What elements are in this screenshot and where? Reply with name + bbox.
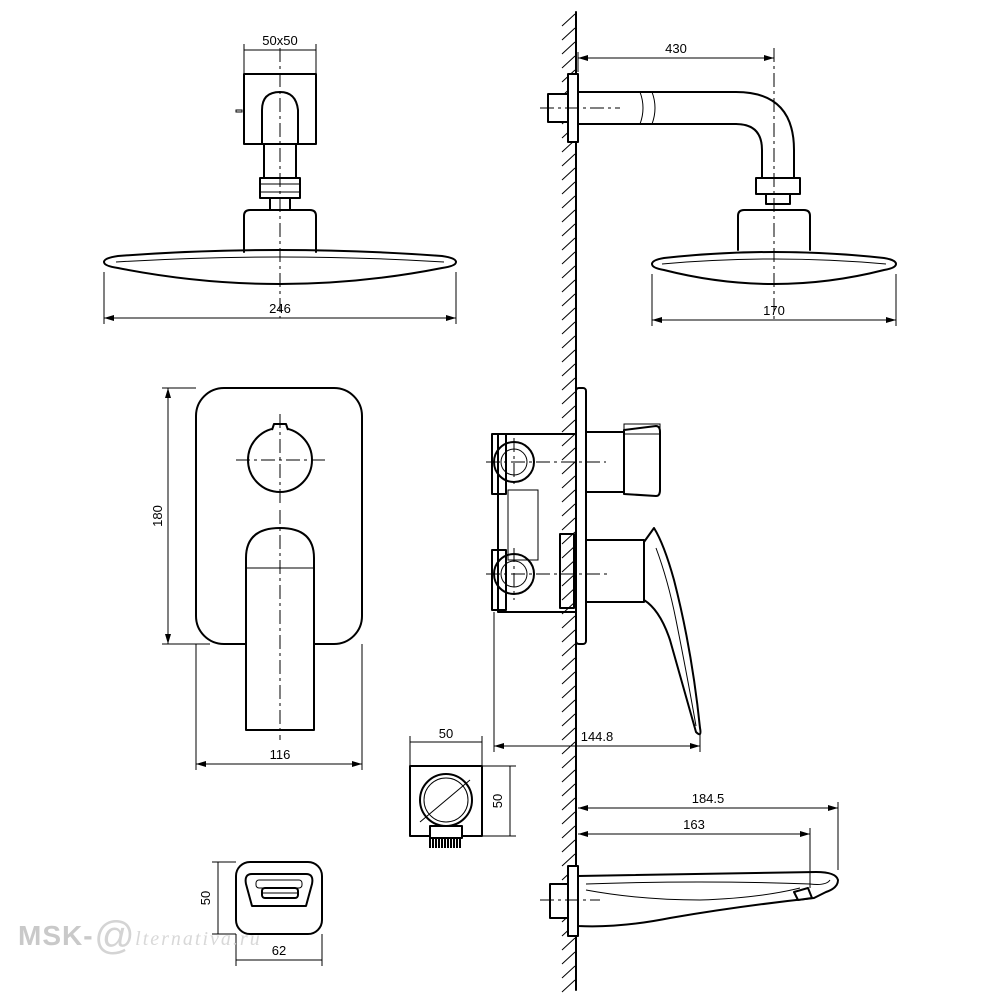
shower-head-side-view: 430 170 <box>540 41 897 326</box>
spout-front-view: 50 62 <box>198 861 323 966</box>
wall-section <box>561 11 577 993</box>
watermark-at-icon: @ <box>93 914 136 958</box>
dim-small-height: 50 <box>198 891 213 905</box>
dim-head-front-width: 246 <box>269 301 291 316</box>
watermark-domain: lternativa.ru <box>135 928 262 950</box>
dim-outlet-width: 50 <box>439 726 453 741</box>
dim-arm-reach: 430 <box>665 41 687 56</box>
shower-head-front-view: 50x50 246 <box>103 33 457 324</box>
dim-small-width: 62 <box>272 943 286 958</box>
dim-mixer-depth: 144.8 <box>581 729 614 744</box>
dim-plate-height: 180 <box>150 505 165 527</box>
dim-outlet-height: 50 <box>490 794 505 808</box>
dim-head-side-width: 170 <box>763 303 785 318</box>
dim-spout-reach: 163 <box>683 817 705 832</box>
hose-thread <box>429 838 461 848</box>
watermark-brand: MSK- <box>18 920 94 951</box>
dim-spout-total: 184.5 <box>692 791 725 806</box>
dim-plate-width: 116 <box>270 747 291 762</box>
mixer-plate-front-view: 180 116 <box>150 387 363 770</box>
bath-spout-side-view: 184.5 163 <box>540 791 839 937</box>
dim-arm-square: 50x50 <box>262 33 297 48</box>
watermark-logo: MSK-@lternativa.ru <box>18 914 262 959</box>
mixer-side-view: 144.8 <box>486 387 702 752</box>
wall-outlet-view: 50 50 <box>409 726 516 848</box>
